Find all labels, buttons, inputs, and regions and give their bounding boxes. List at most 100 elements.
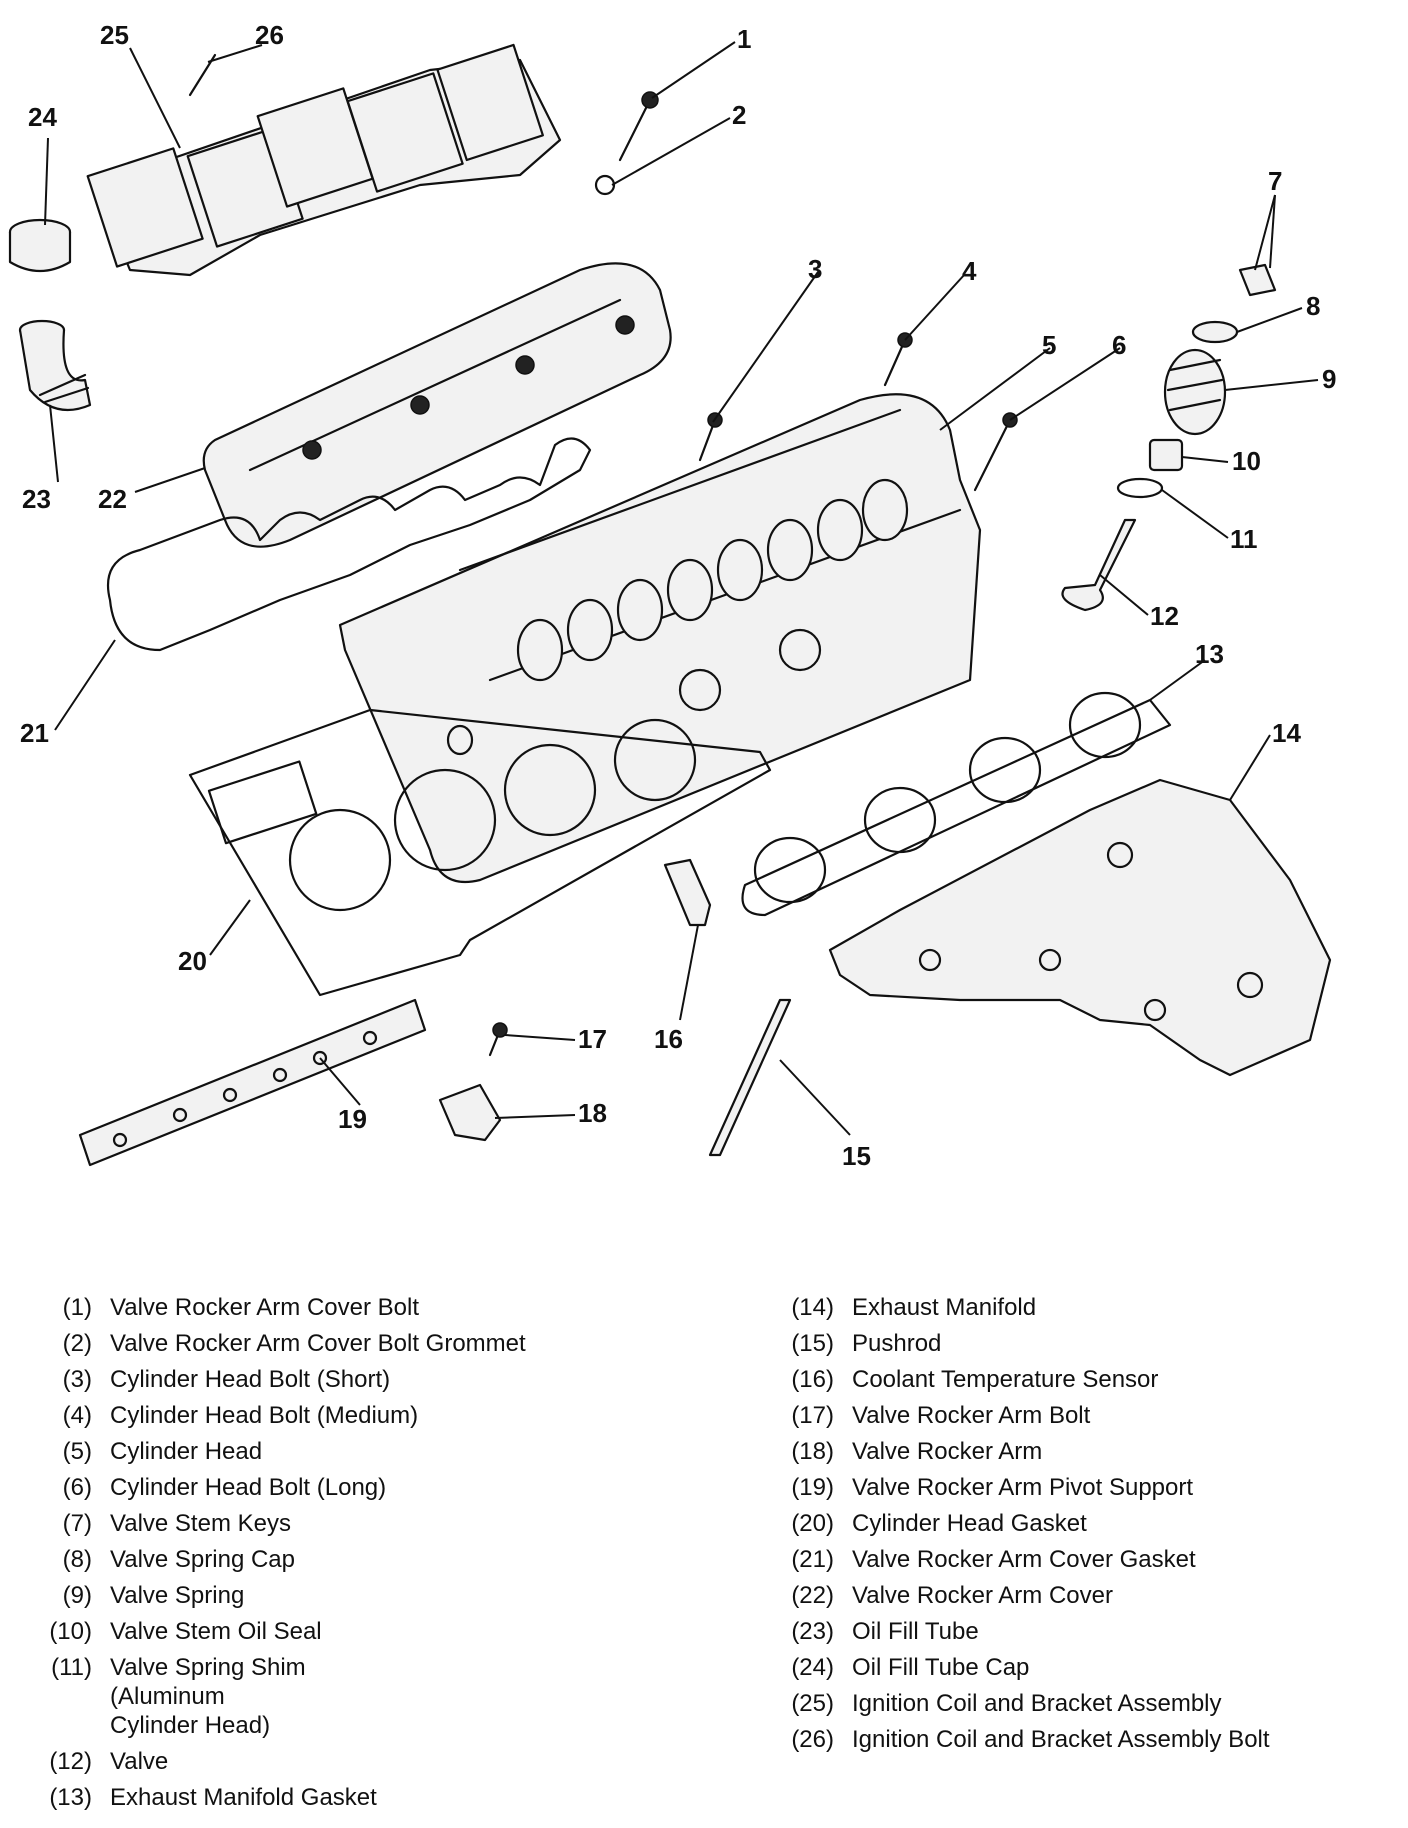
legend-item: (11) Valve Spring Shim (Aluminum Cylinder… (18, 1650, 718, 1744)
legend-number: (18) (791, 1438, 834, 1465)
legend-number: (6) (62, 1474, 92, 1501)
exhaust-manifold (828, 778, 1332, 1077)
legend-item: (5)Cylinder Head (18, 1434, 718, 1470)
legend-number: (3) (62, 1366, 92, 1393)
legend-label: Oil Fill Tube (852, 1618, 979, 1645)
legend-item: (4)Cylinder Head Bolt (Medium) (18, 1398, 718, 1434)
legend-label: Valve Rocker Arm Cover Bolt (110, 1294, 419, 1321)
legend-label: Valve Rocker Arm Pivot Support (852, 1474, 1194, 1501)
exhaust-manifold-gasket (741, 691, 1172, 917)
valve-rocker-arm-pivot-support (78, 998, 427, 1167)
legend-label: Pushrod (852, 1330, 942, 1357)
legend-number: (11) (51, 1654, 92, 1681)
legend-label: Valve Rocker Arm (852, 1438, 1043, 1465)
legend-item: (26) Ignition Coil and Bracket Assembly B… (760, 1722, 1400, 1758)
legend-number: (17) (791, 1402, 834, 1429)
legend-label: Coolant Temperature Sensor (852, 1366, 1159, 1393)
callout-13: 13 (1195, 639, 1224, 669)
legend-number: (22) (791, 1582, 834, 1609)
callout-20: 20 (178, 946, 207, 976)
legend-number: (1) (62, 1294, 92, 1321)
legend-item: (7)Valve Stem Keys (18, 1506, 718, 1542)
valve-rocker-arm-bolt (488, 1022, 508, 1057)
legend-item: (3) Cylinder Head Bolt (Short) (18, 1362, 718, 1398)
legend-number: (2) (62, 1330, 92, 1357)
callout-14: 14 (1272, 718, 1301, 748)
callout-21: 21 (20, 718, 49, 748)
legend-label: Valve (110, 1748, 169, 1775)
legend-number: (14) (791, 1294, 834, 1321)
legend-number: (10) (49, 1618, 92, 1645)
valve-cover-bolt (618, 91, 659, 162)
legend-item: (17) Valve Rocker Arm Bolt (760, 1398, 1400, 1434)
callout-17: 17 (578, 1024, 607, 1054)
legend-item: (8)Valve Spring Cap (18, 1542, 718, 1578)
legend-item: (24) Oil Fill Tube Cap (760, 1650, 1400, 1686)
oil-fill-tube-cap (8, 218, 72, 272)
legend-number: (24) (791, 1654, 834, 1681)
cylinder-head-bolt-short (698, 412, 723, 462)
valve-spring-cap (1191, 320, 1239, 344)
legend-label: Cylinder Head Gasket (852, 1510, 1087, 1537)
legend-number: (12) (49, 1748, 92, 1775)
legend-item: (6)Cylinder Head Bolt (Long) (18, 1470, 718, 1506)
cylinder-head-bolt-medium (883, 332, 913, 387)
cylinder-head-bolt-long (973, 412, 1018, 492)
legend-item: (14) Exhaust Manifold (760, 1290, 1400, 1326)
callout-19: 19 (338, 1104, 367, 1134)
legend-number: (4) (62, 1402, 92, 1429)
legend-item: (12) Valve (18, 1744, 718, 1780)
legend-number: (21) (791, 1546, 834, 1573)
legend-label: Valve Rocker Arm Cover Gasket (852, 1546, 1196, 1573)
legend-column-left: (1) Valve Rocker Arm Cover Bolt (2) Valve … (18, 1290, 718, 1816)
legend-number: (26) (791, 1726, 834, 1753)
callout-18: 18 (578, 1098, 607, 1128)
valve (1061, 518, 1137, 612)
valve-stem-keys (1238, 263, 1277, 297)
callout-8: 8 (1306, 291, 1320, 321)
parts-legend: (1) Valve Rocker Arm Cover Bolt (2) Valve … (0, 1290, 1408, 1820)
legend-number: (16) (791, 1366, 834, 1393)
callout-10: 10 (1232, 446, 1261, 476)
legend-number: (25) (791, 1690, 834, 1717)
legend-number: (15) (791, 1330, 834, 1357)
legend-number: (19) (791, 1474, 834, 1501)
legend-number: (5) (62, 1438, 92, 1465)
legend-label: Valve Rocker Arm Cover Bolt Grommet (110, 1330, 526, 1357)
legend-label: Exhaust Manifold Gasket (110, 1784, 377, 1811)
legend-number: (20) (791, 1510, 834, 1537)
callout-24: 24 (28, 102, 57, 132)
callout-26: 26 (255, 20, 284, 50)
legend-item: (22)Valve Rocker Arm Cover (760, 1578, 1400, 1614)
valve-spring (1163, 348, 1227, 436)
valve-rocker-arm (438, 1083, 502, 1142)
legend-number: (7) (62, 1510, 92, 1537)
cylinder-head (338, 393, 982, 884)
legend-item: (13) Exhaust Manifold Gasket (18, 1780, 718, 1816)
legend-label: Exhaust Manifold (852, 1294, 1037, 1321)
legend-item: (9)Valve Spring (18, 1578, 718, 1614)
callout-12: 12 (1150, 601, 1179, 631)
exploded-parts-diagram: 1 2 3 4 5 6 7 8 9 10 11 12 13 14 15 16 1… (8, 20, 1336, 1171)
legend-item: (25) Ignition Coil and Bracket Assembly (760, 1686, 1400, 1722)
legend-label: Valve Spring Shim (Aluminum Cylinder Hea… (110, 1654, 306, 1739)
legend-label: Ignition Coil and Bracket Assembly Bolt (852, 1726, 1270, 1753)
legend-number: (13) (49, 1784, 92, 1811)
callout-23: 23 (22, 484, 51, 514)
valve-spring-shim (1116, 477, 1164, 499)
legend-label: Ignition Coil and Bracket Assembly (852, 1690, 1222, 1717)
legend-label: Valve Spring (110, 1582, 245, 1609)
legend-number: (23) (791, 1618, 834, 1645)
coolant-temperature-sensor (663, 858, 712, 927)
legend-number: (8) (62, 1546, 92, 1573)
callout-7: 7 (1268, 166, 1282, 196)
leader-lines (44, 41, 1319, 1136)
callout-25: 25 (100, 20, 129, 50)
legend-label: Valve Rocker Arm Bolt (852, 1402, 1091, 1429)
callout-15: 15 (842, 1141, 871, 1171)
legend-label: Oil Fill Tube Cap (852, 1654, 1030, 1681)
legend-label: Valve Stem Oil Seal (110, 1618, 322, 1645)
callout-3: 3 (808, 254, 822, 284)
legend-label: Cylinder Head Bolt (Short) (110, 1366, 391, 1393)
callout-2: 2 (732, 100, 746, 130)
